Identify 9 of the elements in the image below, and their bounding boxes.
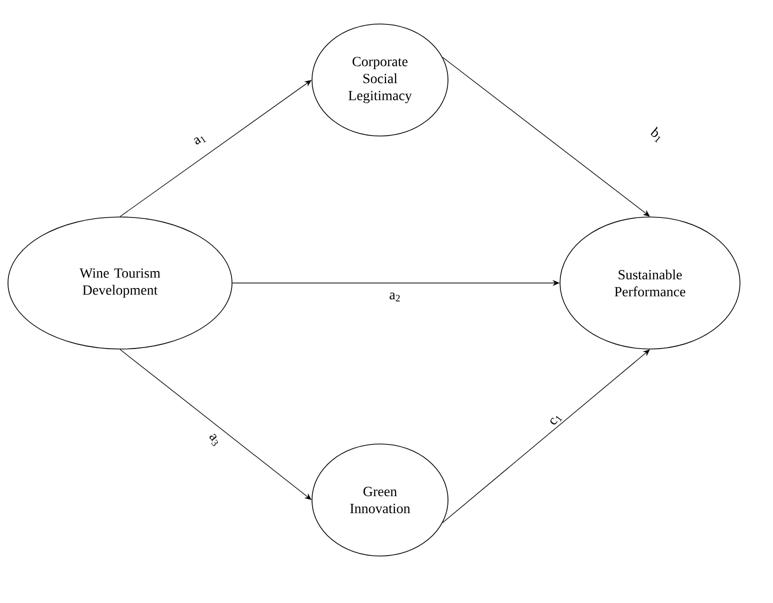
edge-label: a$_{3}$ (210, 434, 218, 446)
edge-label: a$_{2}$ (390, 292, 400, 302)
ellipse-node: Sustainable Performance (560, 216, 740, 350)
edge-label: a$_{1}$ (194, 136, 206, 144)
ellipse-node: Green Innovation (312, 444, 448, 556)
edge-label: c$_{1}$ (550, 416, 562, 424)
ellipse-node: Wine Tourism Development (8, 216, 232, 350)
edge-label: b$_{1}$ (650, 126, 660, 143)
ellipse-node: Corporate Social Legitimacy (312, 24, 448, 136)
